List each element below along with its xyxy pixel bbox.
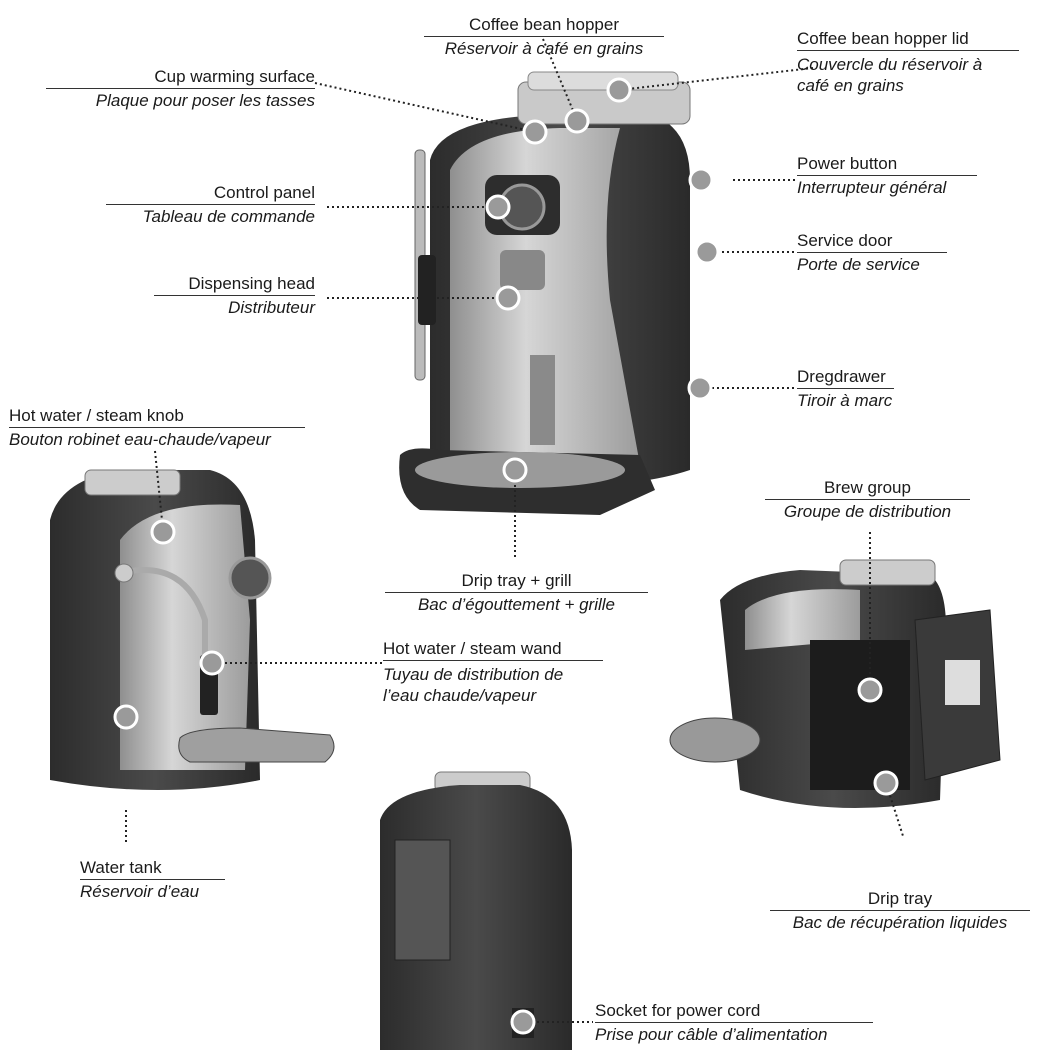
label-drip-tray-en: Drip tray: [770, 888, 1030, 911]
marker-cup-warming: [522, 119, 548, 145]
label-cup-warming: Cup warming surface Plaque pour poser le…: [46, 66, 315, 111]
label-steam-wand-fr1: Tuyau de distribution de: [383, 665, 564, 684]
label-steam-wand-en: Hot water / steam wand: [383, 638, 603, 661]
label-dregdrawer: Dregdrawer Tiroir à marc: [797, 366, 894, 411]
label-drip-tray-fr: Bac de récupération liquides: [792, 913, 1008, 932]
label-socket-en: Socket for power cord: [595, 1000, 873, 1023]
label-hopper-lid-fr1: Couvercle du réservoir à: [797, 55, 983, 74]
marker-hopper: [564, 108, 590, 134]
label-drip-tray-grill-fr: Bac d’égouttement + grille: [417, 595, 616, 614]
label-water-tank-fr: Réservoir d’eau: [80, 882, 200, 901]
label-drip-tray-grill: Drip tray + grill Bac d’égouttement + gr…: [385, 570, 648, 615]
marker-dispensing-head: [495, 285, 521, 311]
marker-drip-tray: [873, 770, 899, 796]
marker-control-panel: [485, 194, 511, 220]
label-dregdrawer-en: Dregdrawer: [797, 366, 894, 389]
label-cup-warming-fr: Plaque pour poser les tasses: [95, 91, 315, 110]
left-machine: [50, 469, 335, 790]
label-water-tank-en: Water tank: [80, 857, 225, 880]
marker-steam-knob: [150, 519, 176, 545]
label-socket-fr: Prise pour câble d’alimentation: [595, 1025, 828, 1044]
label-service-door: Service door Porte de service: [797, 230, 947, 275]
label-hopper: Coffee bean hopper Réservoir à café en g…: [424, 14, 664, 59]
label-dispensing-head-fr: Distributeur: [228, 298, 315, 317]
right-machine: [669, 559, 1001, 808]
label-power-button: Power button Interrupteur général: [797, 153, 977, 198]
label-dregdrawer-fr: Tiroir à marc: [797, 391, 893, 410]
label-control-panel: Control panel Tableau de commande: [106, 182, 315, 227]
markers: [113, 77, 899, 1035]
label-hopper-en: Coffee bean hopper: [424, 14, 664, 37]
label-power-button-fr: Interrupteur général: [797, 178, 947, 197]
label-steam-wand: Hot water / steam wand Tuyau de distribu…: [383, 638, 603, 706]
label-brew-group-fr: Groupe de distribution: [783, 502, 952, 521]
marker-brew-group: [857, 677, 883, 703]
label-control-panel-fr: Tableau de commande: [142, 207, 315, 226]
label-brew-group: Brew group Groupe de distribution: [765, 477, 970, 522]
marker-steam-wand: [199, 650, 225, 676]
label-steam-knob: Hot water / steam knob Bouton robinet ea…: [9, 405, 305, 450]
leader-lines: [125, 38, 904, 1023]
marker-hopper-lid: [606, 77, 632, 103]
marker-power-button: [688, 167, 714, 193]
label-power-button-en: Power button: [797, 153, 977, 176]
label-service-door-fr: Porte de service: [797, 255, 920, 274]
label-dispensing-head-en: Dispensing head: [154, 273, 315, 296]
label-drip-tray: Drip tray Bac de récupération liquides: [770, 888, 1030, 933]
label-control-panel-en: Control panel: [106, 182, 315, 205]
label-steam-knob-fr: Bouton robinet eau-chaude/vapeur: [9, 430, 271, 449]
label-hopper-lid: Coffee bean hopper lid Couvercle du rése…: [797, 28, 1019, 96]
marker-dregdrawer: [687, 375, 713, 401]
label-dispensing-head: Dispensing head Distributeur: [154, 273, 315, 318]
bottom-machine: [380, 771, 572, 1050]
label-hopper-lid-en: Coffee bean hopper lid: [797, 28, 1019, 51]
label-steam-wand-fr2: l’eau chaude/vapeur: [383, 686, 537, 705]
label-socket: Socket for power cord Prise pour câble d…: [595, 1000, 873, 1045]
label-steam-knob-en: Hot water / steam knob: [9, 405, 305, 428]
label-service-door-en: Service door: [797, 230, 947, 253]
label-brew-group-en: Brew group: [765, 477, 970, 500]
marker-socket: [510, 1009, 536, 1035]
label-hopper-lid-fr2: café en grains: [797, 76, 904, 95]
label-hopper-fr: Réservoir à café en grains: [444, 39, 644, 58]
label-cup-warming-en: Cup warming surface: [46, 66, 315, 89]
label-water-tank: Water tank Réservoir d’eau: [80, 857, 225, 902]
label-drip-tray-grill-en: Drip tray + grill: [385, 570, 648, 593]
marker-water-tank: [113, 704, 139, 730]
marker-drip-tray-grill: [502, 457, 528, 483]
marker-service-door: [694, 239, 720, 265]
